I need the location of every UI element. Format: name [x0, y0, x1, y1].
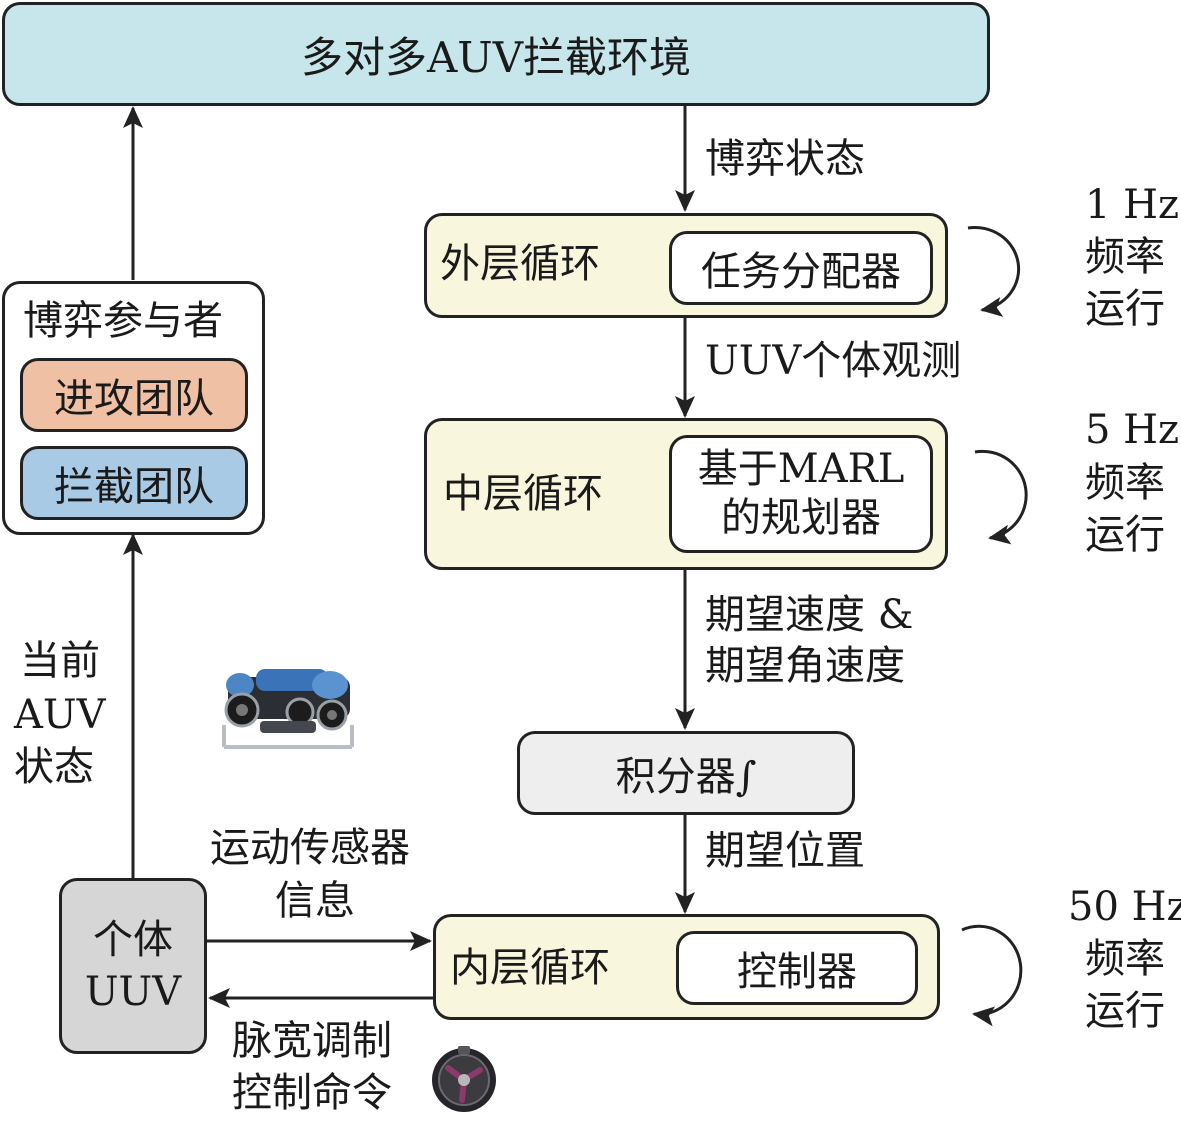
inner-frequency-2: 频率	[1085, 936, 1165, 982]
middle-frequency-2: 频率	[1085, 460, 1165, 506]
loop-arrow-inner	[961, 924, 1023, 1027]
inner-frequency-3: 运行	[1085, 988, 1165, 1034]
outer-loop-label: 外层循环	[440, 241, 600, 287]
outer-frequency-2: 频率	[1085, 234, 1165, 280]
label-pwm-1: 脉宽调制	[232, 1018, 392, 1064]
integrator-label: 积分器∫	[615, 754, 757, 800]
thruster-icon	[432, 1046, 496, 1112]
outer-loop-box: 外层循环 任务分配器	[424, 213, 948, 318]
label-current-state-1: 当前	[20, 638, 100, 684]
uuv-line2: UUV	[84, 969, 182, 1015]
marl-planner-line2: 的规划器	[721, 495, 881, 541]
inner-loop-label: 内层循环	[450, 945, 610, 991]
label-sensor-1: 运动传感器	[210, 825, 410, 871]
loop-arrow-middle	[974, 449, 1028, 545]
environment-title: 多对多AUV拦截环境	[300, 32, 692, 82]
inner-loop-box: 内层循环 控制器	[433, 914, 940, 1020]
task-allocator-box: 任务分配器	[669, 231, 933, 305]
marl-planner-box: 基于MARL 的规划器	[669, 435, 933, 553]
participants-box: 博弈参与者 进攻团队 拦截团队	[2, 281, 265, 535]
outer-frequency-3: 运行	[1085, 286, 1165, 332]
middle-loop-box: 中层循环 基于MARL 的规划器	[424, 418, 948, 570]
outer-frequency: 1 Hz	[1085, 182, 1180, 228]
controller-label: 控制器	[737, 949, 857, 995]
middle-frequency-3: 运行	[1085, 512, 1165, 558]
label-game-state: 博弈状态	[705, 136, 865, 182]
label-pwm-2: 控制命令	[232, 1070, 392, 1116]
inner-frequency: 50 Hz	[1068, 884, 1181, 930]
attack-team-label: 进攻团队	[54, 376, 214, 422]
uuv-line1: 个体	[93, 917, 173, 963]
environment-box: 多对多AUV拦截环境	[2, 2, 990, 106]
label-sensor-2: 信息	[275, 878, 355, 924]
label-current-state-2: AUV	[14, 692, 106, 738]
intercept-team-label: 拦截团队	[54, 464, 214, 510]
intercept-team-badge: 拦截团队	[20, 446, 248, 520]
label-desired-position: 期望位置	[705, 828, 865, 874]
uuv-box: 个体 UUV	[59, 878, 207, 1054]
label-current-state-3: 状态	[14, 744, 94, 790]
label-desired-velocity-2: 期望角速度	[705, 643, 905, 689]
marl-planner-line1: 基于MARL	[697, 446, 905, 493]
controller-box: 控制器	[676, 931, 918, 1005]
rov-vehicle-icon	[222, 669, 354, 749]
middle-loop-label: 中层循环	[443, 471, 603, 517]
label-desired-velocity-1: 期望速度 &	[705, 592, 914, 638]
middle-frequency: 5 Hz	[1085, 407, 1180, 453]
attack-team-badge: 进攻团队	[20, 358, 248, 432]
integrator-box: 积分器∫	[517, 731, 855, 815]
participants-title: 博弈参与者	[23, 298, 223, 344]
label-uuv-observation: UUV个体观测	[705, 338, 962, 384]
task-allocator-label: 任务分配器	[701, 249, 901, 295]
loop-arrow-outer	[967, 225, 1021, 317]
